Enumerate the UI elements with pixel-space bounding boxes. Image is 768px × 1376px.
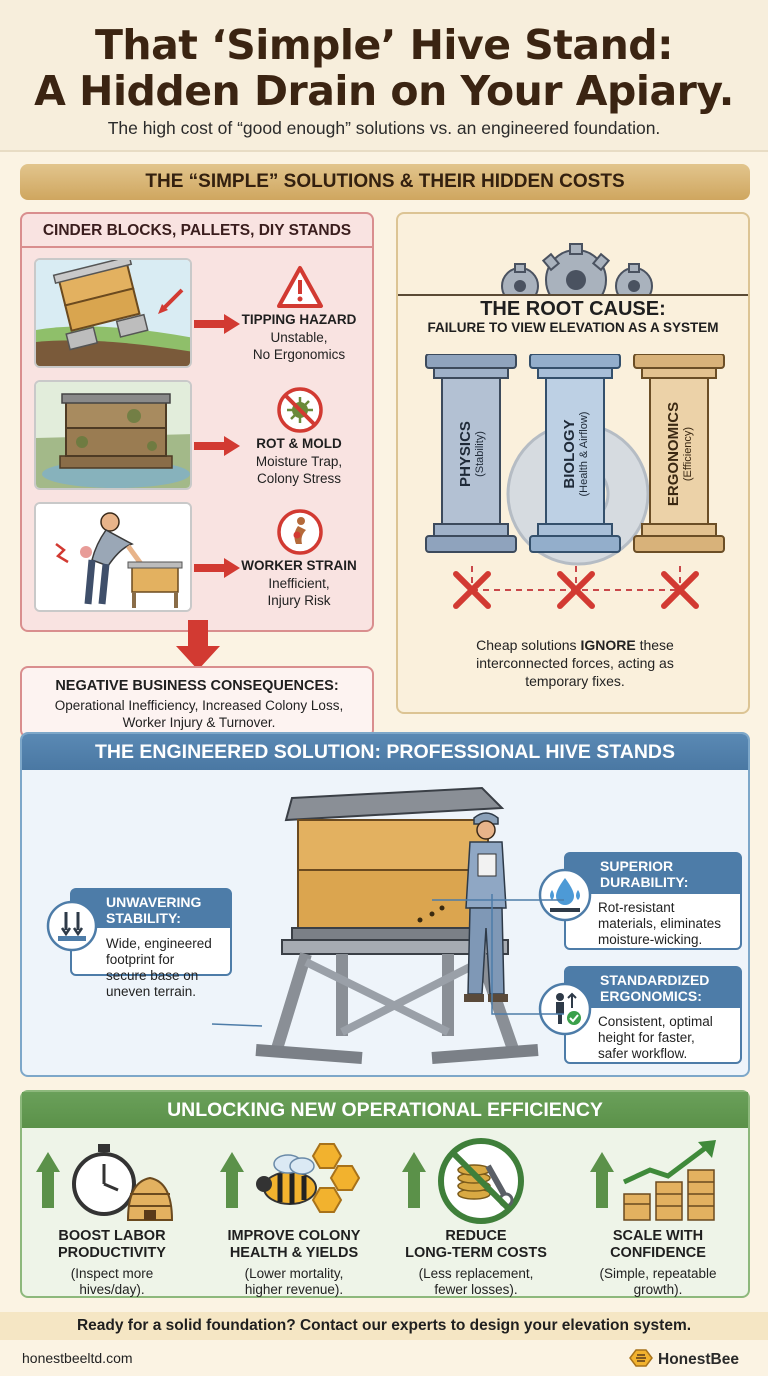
problem-text-rot-2: Colony Stress [256,471,342,486]
water-drop-icon [538,868,592,922]
root-note-line-3: temporary fixes. [525,673,625,689]
efficiency-item-title: REDUCE LONG-TERM COSTS [405,1228,547,1261]
callout-text: secure base on [106,968,199,983]
callout-text: height for faster, [598,1030,695,1045]
growth-chart-icon [622,1140,716,1221]
bee-honeycomb-icon [256,1143,360,1213]
page-subtitle: The high cost of “good enough” solutions… [107,118,661,138]
consequences-text: Operational Inefficiency, Increased Colo… [28,697,370,731]
call-to-action[interactable]: Ready for a solid foundation? Contact ou… [0,1312,768,1340]
efficiency-banner: UNLOCKING NEW OPERATIONAL EFFICIENCY [22,1092,748,1128]
gears-icon [501,243,653,296]
up-arrow-icon [36,1152,60,1208]
warning-triangle-icon [276,264,324,312]
root-note-line-2: interconnected forces, acting as [476,655,674,671]
pillar-biology: BIOLOGY (Health & Airflow) [528,353,622,554]
header [0,0,768,152]
consequences-title: NEGATIVE BUSINESS CONSEQUENCES: [55,678,339,694]
callout-heading: STANDARDIZED [600,972,710,988]
efficiency-item-title: SCALE WITH CONFIDENCE [610,1228,706,1261]
root-cause-subtitle: FAILURE TO VIEW ELEVATION AS A SYSTEM [427,320,719,335]
pillar-sub: (Efficiency) [682,426,694,482]
worker-strain-illustration [34,502,192,612]
professional-hive-stand-illustration [255,786,539,1064]
arrow-right-icon [194,436,240,456]
root-note-line-1: Cheap solutions IGNORE these [476,637,674,653]
efficiency-item-text: (Inspect more hives/day). [70,1266,154,1297]
callout-text: footprint for [106,952,175,967]
efficiency-panel: UNLOCKING NEW OPERATIONAL EFFICIENCY BOO… [20,1090,750,1298]
up-arrow-icon [590,1152,614,1208]
callout-text: Consistent, optimal [598,1014,713,1029]
callout-heading: SUPERIOR [600,858,674,874]
callout-heading: ERGONOMICS: [600,988,702,1004]
efficiency-item-text: (Less replacement, fewer losses). [418,1266,534,1297]
stopwatch-hive-icon [72,1144,174,1221]
arrow-right-icon [194,558,240,578]
cinder-block-stand-illustration [34,258,192,368]
no-mold-icon [276,386,324,434]
ergonomic-height-icon [538,982,592,1036]
efficiency-item-title: IMPROVE COLONY HEALTH & YIELDS [227,1228,361,1261]
callout-heading: UNWAVERING [106,894,202,910]
root-cause-title: THE ROOT CAUSE: [480,298,666,320]
callout-text: uneven terrain. [106,984,197,999]
callout-text: Wide, engineered [106,936,212,951]
consequences-box: NEGATIVE BUSINESS CONSEQUENCES: Operatio… [20,666,374,738]
callout-durability: SUPERIOR DURABILITY: Rot-resistant mater… [538,852,742,950]
problem-text-tipping-1: Unstable, [270,330,328,345]
callout-connector-lines [211,894,564,1027]
consequences-line-1: Operational Inefficiency, Increased Colo… [54,698,344,713]
section-banner-simple-solutions: THE “SIMPLE” SOLUTIONS & THEIR HIDDEN CO… [20,164,750,200]
pillar-physics: PHYSICS (Stability) [424,353,518,554]
callout-text: safer workflow. [598,1046,688,1061]
problem-title-strain: WORKER STRAIN [241,558,357,573]
pillar-label: ERGONOMICS [665,401,682,507]
callout-heading: DURABILITY: [600,874,689,890]
problem-title-rot: ROT & MOLD [256,436,342,451]
beekeeper-illustration [464,812,508,1002]
page-title: That ‘Simple’ Hive Stand: A Hidden Drain… [0,22,768,114]
problem-text-strain-2: Injury Risk [267,593,331,608]
pillar-ergonomics: ERGONOMICS (Efficiency) [632,353,726,554]
simple-solutions-panel: CINDER BLOCKS, PALLETS, DIY STANDS TIPPI… [20,212,374,632]
problem-text-tipping-2: No Ergonomics [252,347,346,362]
pallet-stand-illustration [34,380,192,490]
pillar-label: BIOLOGY [561,419,578,489]
up-arrow-icon [402,1152,426,1208]
callout-ergonomics: STANDARDIZED ERGONOMICS: Consistent, opt… [538,966,742,1064]
efficiency-item-text: (Lower mortality, higher revenue). [244,1266,344,1297]
problem-text-strain-1: Inefficient, [268,576,330,591]
arrow-right-icon [194,314,240,334]
arrow-down-icon [176,620,220,670]
up-arrow-icon [220,1152,244,1208]
engineered-banner: THE ENGINEERED SOLUTION: PROFESSIONAL HI… [22,734,748,770]
stability-icon [46,900,98,952]
title-line-1: That ‘Simple’ Hive Stand: [94,21,674,69]
callout-heading: STABILITY: [106,910,181,926]
callout-text: materials, eliminates [598,916,722,931]
broken-connections-icon [453,566,699,609]
back-pain-icon [276,508,324,556]
callout-stability: UNWAVERING STABILITY: Wide, engineered f… [46,888,232,999]
no-repair-cost-icon [438,1138,524,1224]
problem-title-tipping: TIPPING HAZARD [241,312,357,327]
root-cause-note: Cheap solutions IGNORE these interconnec… [418,636,732,690]
pillar-sub: (Stability) [474,431,486,477]
title-line-2: A Hidden Drain on Your Apiary. [34,67,734,115]
root-cause-panel: THE ROOT CAUSE: FAILURE TO VIEW ELEVATIO… [396,212,750,714]
callout-text: Rot-resistant [598,900,675,915]
honestbee-logo-icon [629,1349,653,1367]
consequences-line-2: Worker Injury & Turnover. [122,715,276,730]
callout-text: moisture-wicking. [598,932,703,947]
problem-text-rot-1: Moisture Trap, [255,454,343,469]
website-link[interactable]: honestbeeltd.com [22,1350,133,1366]
brand-name: HonestBee [658,1351,739,1368]
efficiency-item-text: (Simple, repeatable growth). [599,1266,717,1297]
panel-title: CINDER BLOCKS, PALLETS, DIY STANDS [42,222,352,239]
pillar-sub: (Health & Airflow) [578,411,590,497]
efficiency-item-title: BOOST LABOR PRODUCTIVITY [58,1228,166,1261]
pillar-label: PHYSICS [457,421,474,487]
engineered-solution-panel: THE ENGINEERED SOLUTION: PROFESSIONAL HI… [20,732,750,1077]
